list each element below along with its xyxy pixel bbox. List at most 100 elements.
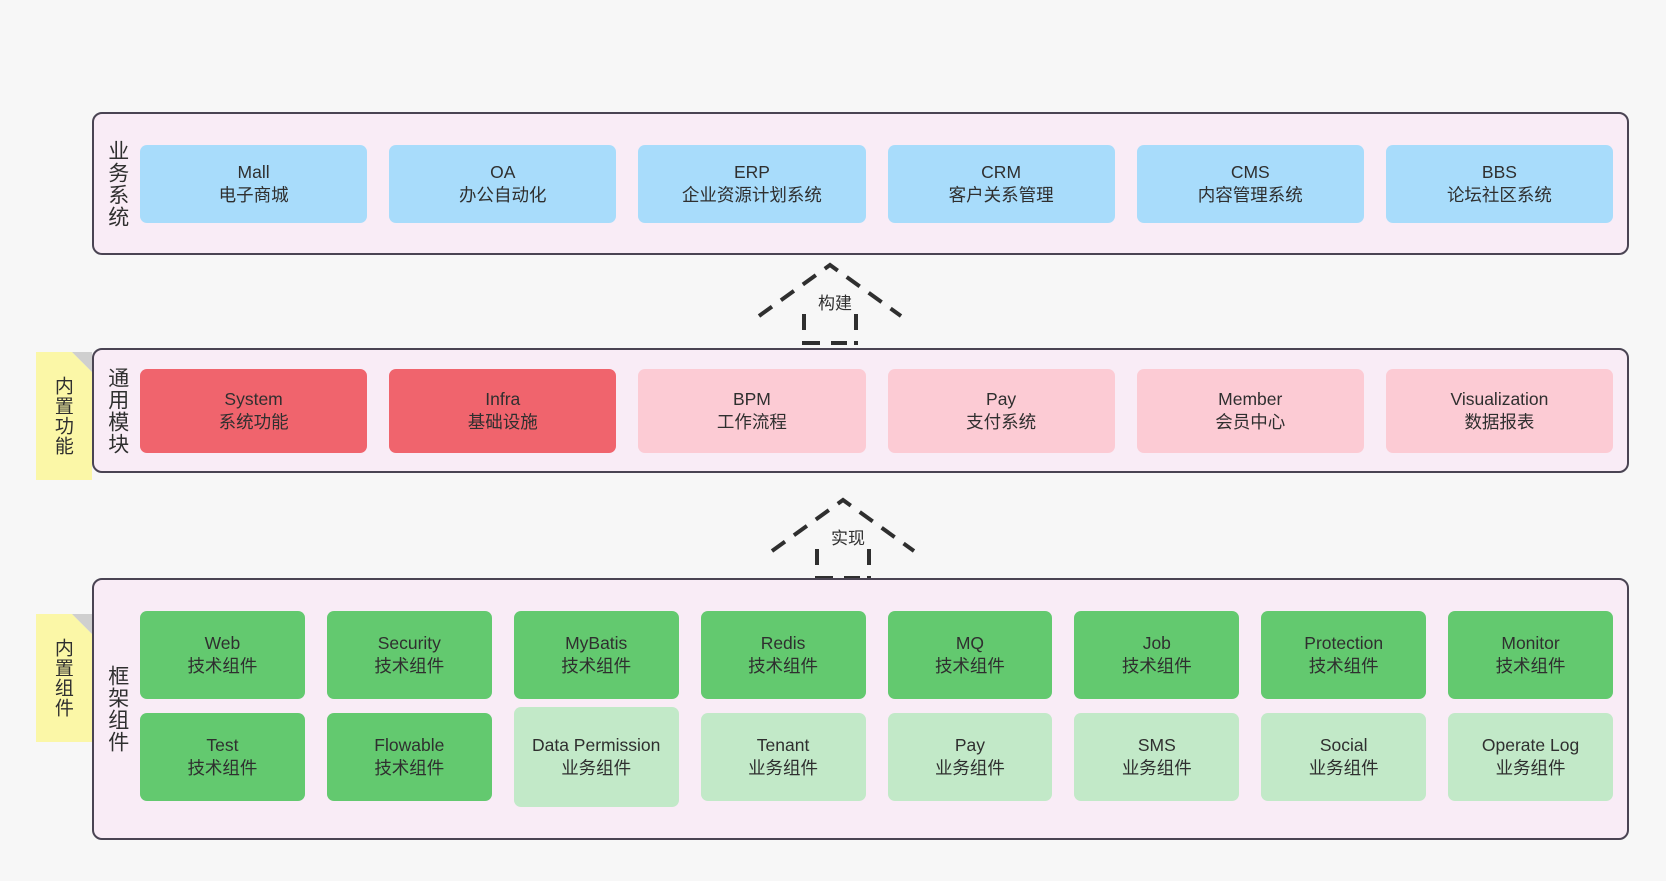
card-title-en: SMS [1137, 735, 1176, 756]
card-row: System 系统功能 Infra 基础设施 BPM 工作流程 Pay 支付系统… [140, 368, 1614, 453]
card-title-cn: 技术组件 [1495, 656, 1566, 676]
card-title-en: Protection [1304, 633, 1384, 654]
card-title-en: CMS [1230, 161, 1270, 182]
card-title-cn: 企业资源计划系统 [681, 184, 822, 205]
card-title-cn: 技术组件 [374, 758, 445, 778]
card-title-en: Security [377, 633, 441, 654]
card-system[interactable]: System 系统功能 [140, 368, 368, 453]
card-row: Mall 电子商城 OA 办公自动化 ERP 企业资源计划系统 CRM 客户关系… [140, 144, 1614, 223]
connector-implement: 实现 [768, 495, 918, 580]
card-bpm[interactable]: BPM 工作流程 [638, 368, 866, 453]
card-title-cn: 工作流程 [716, 411, 787, 432]
card-mall[interactable]: Mall 电子商城 [140, 144, 368, 223]
card-title-cn: 办公自动化 [459, 184, 547, 205]
card-title-cn: 支付系统 [966, 411, 1037, 432]
card-title-cn: 技术组件 [187, 656, 258, 676]
card-title-en: BBS [1481, 161, 1517, 182]
sticky-note-builtin-function: 内置功能 [36, 352, 92, 480]
card-security[interactable]: Security 技术组件 [326, 611, 492, 699]
layer-title-common: 通用模块 [105, 366, 129, 455]
card-cms[interactable]: CMS 内容管理系统 [1136, 144, 1364, 223]
card-title-en: Pay [954, 735, 986, 756]
card-title-en: Monitor [1501, 633, 1560, 654]
card-title-cn: 技术组件 [1308, 656, 1379, 676]
card-title-en: ERP [733, 161, 770, 182]
card-title-cn: 客户关系管理 [948, 184, 1054, 205]
sticky-note-builtin-component: 内置组件 [36, 614, 92, 742]
card-title-en: MyBatis [565, 633, 628, 654]
card-title-en: BPM [732, 388, 771, 409]
connector-label-build: 构建 [818, 294, 852, 313]
card-title-cn: 业务组件 [1121, 758, 1192, 778]
card-bbs[interactable]: BBS 论坛社区系统 [1385, 144, 1614, 223]
card-title-en: System [224, 388, 283, 409]
card-title-en: Web [204, 633, 241, 654]
layer-title-business: 业务系统 [105, 139, 129, 228]
card-mq[interactable]: MQ 技术组件 [887, 611, 1053, 699]
card-title-en: Infra [485, 388, 521, 409]
card-title-en: OA [490, 161, 516, 182]
card-title-cn: 技术组件 [748, 656, 819, 676]
card-title-cn: 论坛社区系统 [1446, 184, 1552, 205]
card-operate-log[interactable]: Operate Log 业务组件 [1448, 713, 1613, 801]
card-title-en: Social [1319, 735, 1368, 756]
card-oa[interactable]: OA 办公自动化 [389, 144, 617, 223]
layer-common-module: 通用模块 System 系统功能 Infra 基础设施 BPM 工作流程 Pay… [92, 348, 1629, 473]
layer-business-system: 业务系统 Mall 电子商城 OA 办公自动化 ERP 企业资源计划系统 CRM… [92, 112, 1629, 255]
layer-body-framework: Web 技术组件 Security 技术组件 MyBatis 技术组件 Redi… [140, 580, 1627, 838]
card-title-cn: 技术组件 [374, 656, 445, 676]
layer-body-common: System 系统功能 Infra 基础设施 BPM 工作流程 Pay 支付系统… [140, 350, 1627, 471]
card-data-permission[interactable]: Data Permission 业务组件 [513, 707, 679, 807]
card-title-en: Member [1218, 388, 1283, 409]
card-title-en: Data Permission [531, 735, 661, 756]
card-title-en: Visualization [1450, 388, 1549, 409]
card-title-en: Redis [760, 633, 806, 654]
card-title-cn: 技术组件 [1121, 656, 1192, 676]
layer-title-framework: 框架组件 [105, 665, 129, 753]
card-title-en: Job [1142, 633, 1171, 654]
card-title-en: Operate Log [1481, 735, 1580, 756]
card-title-cn: 业务组件 [934, 758, 1005, 778]
card-title-cn: 业务组件 [748, 758, 819, 778]
card-web[interactable]: Web 技术组件 [140, 611, 305, 699]
card-social[interactable]: Social 业务组件 [1261, 713, 1427, 801]
card-pay-component[interactable]: Pay 业务组件 [887, 713, 1053, 801]
card-title-cn: 内容管理系统 [1197, 184, 1303, 205]
card-test[interactable]: Test 技术组件 [140, 713, 305, 801]
card-title-en: Pay [986, 388, 1017, 409]
card-erp[interactable]: ERP 企业资源计划系统 [638, 144, 866, 223]
card-flowable[interactable]: Flowable 技术组件 [326, 713, 492, 801]
card-title-cn: 业务组件 [561, 758, 632, 778]
card-protection[interactable]: Protection 技术组件 [1261, 611, 1427, 699]
card-row: Web 技术组件 Security 技术组件 MyBatis 技术组件 Redi… [140, 611, 1613, 699]
card-row: Test 技术组件 Flowable 技术组件 Data Permission … [140, 707, 1613, 807]
layer-framework-component: 框架组件 Web 技术组件 Security 技术组件 MyBatis 技术组件… [92, 578, 1629, 840]
card-visualization[interactable]: Visualization 数据报表 [1385, 368, 1614, 453]
card-title-cn: 电子商城 [218, 184, 289, 205]
dashed-arrow-icon [757, 262, 903, 345]
card-title-en: MQ [955, 633, 985, 654]
card-title-cn: 技术组件 [934, 656, 1005, 676]
card-job[interactable]: Job 技术组件 [1074, 611, 1240, 699]
card-title-en: CRM [981, 161, 1022, 182]
card-mybatis[interactable]: MyBatis 技术组件 [513, 611, 679, 699]
card-title-cn: 数据报表 [1464, 411, 1535, 432]
card-title-cn: 会员中心 [1215, 411, 1286, 432]
card-pay-module[interactable]: Pay 支付系统 [887, 368, 1115, 453]
card-title-en: Flowable [374, 735, 445, 756]
card-crm[interactable]: CRM 客户关系管理 [887, 144, 1115, 223]
card-title-cn: 技术组件 [561, 656, 632, 676]
card-title-cn: 基础设施 [467, 411, 538, 432]
card-redis[interactable]: Redis 技术组件 [700, 611, 866, 699]
card-title-en: Tenant [756, 735, 810, 756]
card-title-en: Mall [237, 161, 270, 182]
connector-label-implement: 实现 [831, 529, 865, 548]
card-member[interactable]: Member 会员中心 [1136, 368, 1364, 453]
layer-body-business: Mall 电子商城 OA 办公自动化 ERP 企业资源计划系统 CRM 客户关系… [140, 114, 1627, 253]
card-title-cn: 业务组件 [1308, 758, 1379, 778]
card-tenant[interactable]: Tenant 业务组件 [700, 713, 866, 801]
card-sms[interactable]: SMS 业务组件 [1074, 713, 1240, 801]
card-monitor[interactable]: Monitor 技术组件 [1448, 611, 1613, 699]
card-infra[interactable]: Infra 基础设施 [389, 368, 617, 453]
